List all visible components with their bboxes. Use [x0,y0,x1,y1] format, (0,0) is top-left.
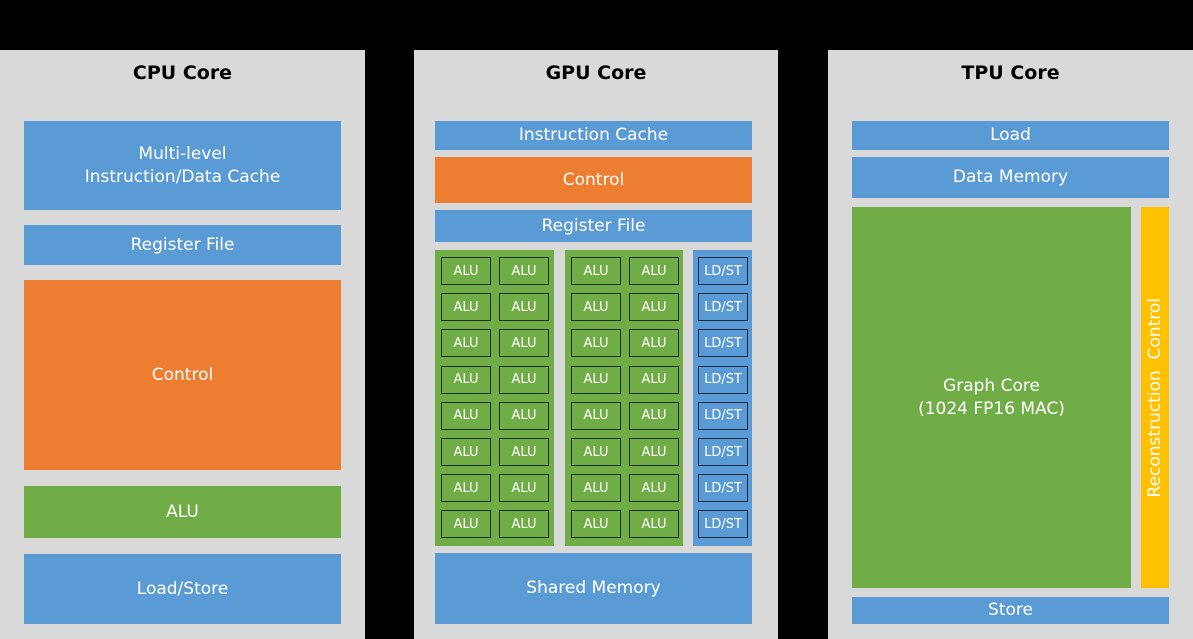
gpu-alu-cell: ALU [441,293,491,322]
tpu-store: Store [852,597,1169,624]
gpu-ldst-cell: LD/ST [698,438,748,466]
gpu-alu-cell: ALU [441,474,491,503]
gpu-ldst-cell: LD/ST [698,365,748,394]
tpu-title: TPU Core [961,62,1060,84]
gpu-alu-cell: ALU [629,438,679,466]
gpu-alu-cell: ALU [499,365,549,394]
gpu-ldst-cell: LD/ST [698,329,748,358]
cpu-load-store: Load/Store [24,554,341,624]
gpu-alu-cell: ALU [629,510,679,539]
gpu-alu-cell: ALU [499,401,549,430]
gpu-alu-cell: ALU [499,474,549,503]
gpu-instruction-cache: Instruction Cache [435,121,752,150]
gpu-alu-cell: ALU [441,401,491,430]
gpu-alu-cell: ALU [629,293,679,322]
gpu-alu-cell: ALU [499,329,549,358]
gpu-shared-memory: Shared Memory [435,553,752,624]
cpu-cache: Multi-level Instruction/Data Cache [24,121,341,210]
gpu-alu-cell: ALU [441,257,491,285]
gpu-alu-cell: ALU [571,329,621,358]
gpu-title: GPU Core [545,62,647,84]
cpu-alu: ALU [24,486,341,538]
tpu-graph-core: Graph Core (1024 FP16 MAC) [852,207,1131,588]
tpu-data-memory: Data Memory [852,157,1169,198]
gpu-alu-cell: ALU [571,438,621,466]
reconstruction-label: Reconstruction Control [1144,297,1165,498]
cpu-register-file: Register File [24,225,341,265]
gpu-alu-cell: ALU [629,257,679,285]
gpu-alu-cell: ALU [499,438,549,466]
gpu-alu-cell: ALU [629,365,679,394]
cpu-control: Control [24,280,341,470]
tpu-reconstruction-control: Reconstruction Control [1141,207,1169,588]
gpu-alu-cell: ALU [499,293,549,322]
gpu-alu-cell: ALU [499,510,549,539]
gpu-ldst-cell: LD/ST [698,293,748,322]
gpu-ldst-cell: LD/ST [698,401,748,430]
gpu-alu-cell: ALU [571,293,621,322]
gpu-alu-cell: ALU [441,365,491,394]
gpu-alu-cell: ALU [441,329,491,358]
gpu-alu-cell: ALU [571,510,621,539]
gpu-register-file: Register File [435,210,752,242]
gpu-alu-cell: ALU [441,510,491,539]
gpu-alu-cell: ALU [571,365,621,394]
tpu-load: Load [852,121,1169,150]
gpu-alu-cell: ALU [441,438,491,466]
gpu-alu-cell: ALU [571,257,621,285]
gpu-ldst-cell: LD/ST [698,510,748,539]
gpu-alu-cell: ALU [629,401,679,430]
gpu-ldst-cell: LD/ST [698,257,748,285]
gpu-alu-cell: ALU [499,257,549,285]
gpu-ldst-cell: LD/ST [698,474,748,503]
gpu-alu-cell: ALU [571,474,621,503]
gpu-alu-cell: ALU [629,474,679,503]
gpu-alu-cell: ALU [571,401,621,430]
gpu-alu-cell: ALU [629,329,679,358]
cpu-title: CPU Core [132,62,233,84]
gpu-control: Control [435,157,752,203]
